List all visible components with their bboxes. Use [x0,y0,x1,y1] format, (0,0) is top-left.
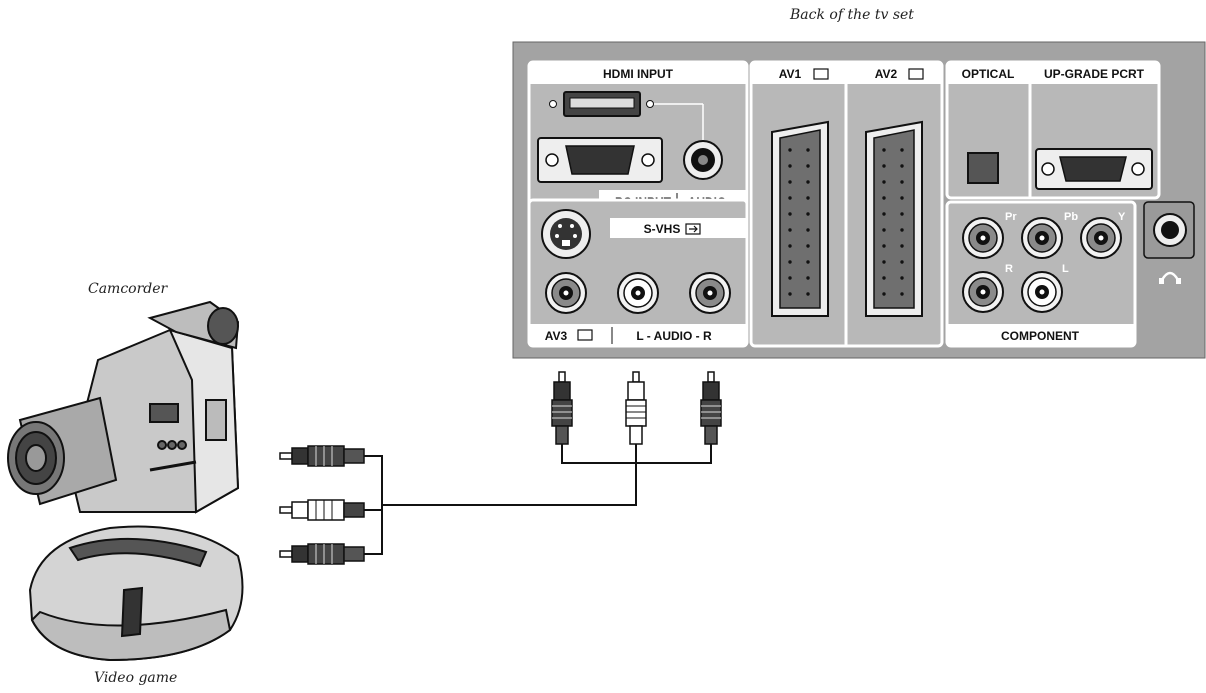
scart-pin [900,196,904,200]
scart-pin [900,244,904,248]
l-audio-r-label: L - AUDIO - R [636,329,712,343]
scart-av2-port [865,120,923,317]
scart-pin [788,148,792,152]
headphone-icon [1159,271,1181,284]
device-plug-video [279,445,365,467]
scart-pin [788,228,792,232]
tv-back-panel: HDMI INPUT [512,41,1206,359]
scart-pin [882,292,886,296]
scart-pin [882,180,886,184]
scart-pin [882,276,886,280]
video-game-caption: Video game [94,670,178,686]
hdmi-pc-audio-section: HDMI INPUT [527,60,749,216]
scart-pin [806,260,810,264]
scart-pin [806,180,810,184]
av1-label: AV1 [779,67,802,81]
upgrade-port-label: UP-GRADE PCRT [1044,67,1145,81]
device-plug-audio-l [279,499,365,521]
svhs-label: S-VHS [644,222,681,236]
l-label: L [1062,263,1069,275]
scart-pin [806,196,810,200]
upgrade-serial-port [1035,148,1153,190]
component-pb-jack [1021,217,1063,259]
scart-pin [788,164,792,168]
optical-label: OPTICAL [962,67,1015,81]
hdmi-port [549,91,704,140]
scart-pin [788,196,792,200]
scart-pin [806,276,810,280]
scart-pin [806,244,810,248]
scart-pin [882,196,886,200]
scart-pin [788,260,792,264]
camcorder-icon [7,300,240,514]
scart-pin [882,148,886,152]
optical-port [967,152,999,184]
scart-pin [900,164,904,168]
component-y-jack [1080,217,1122,259]
device-plug-audio-r [279,543,365,565]
svhs-port [541,209,591,259]
scart-pins [788,148,904,296]
hdmi-input-label: HDMI INPUT [603,67,674,81]
scart-pin [882,228,886,232]
scart-pin [806,292,810,296]
av3-audio-r-jack [689,272,731,314]
scart-pin [900,276,904,280]
scart-av1-port [771,120,829,317]
av3-input-arrow-icon [577,329,593,341]
optical-upgrade-section: OPTICAL UP-GRADE PCRT [945,60,1161,200]
scart-pin [882,212,886,216]
scart-section: AV1 AV2 [749,60,944,348]
scart-pin [900,260,904,264]
scart-pin [806,148,810,152]
scart-pin [900,212,904,216]
scart-pin [882,260,886,264]
av2-input-arrow-icon [908,68,924,80]
scart-pin [900,228,904,232]
game-console-icon [28,525,244,662]
r-label: R [1005,263,1013,275]
scart-pin [806,228,810,232]
scart-pin [900,180,904,184]
scart-pin [788,212,792,216]
av3-video-jack [545,272,587,314]
rca-plug-audio-r [700,371,722,445]
pc-audio-jack [683,140,723,180]
headphone-jack [1143,201,1195,259]
av2-label: AV2 [875,67,898,81]
av1-io-arrow-icon [813,68,829,80]
input-arrow-icon [685,223,701,235]
rca-plug-audio-l [625,371,647,445]
scart-pin [788,244,792,248]
rca-plug-video [551,371,573,445]
y-label: Y [1118,211,1126,223]
component-pr-jack [962,217,1004,259]
back-of-tv-caption: Back of the tv set [790,7,914,23]
scart-pin [788,292,792,296]
pc-vga-port [537,137,663,183]
av3-label: AV3 [545,329,568,343]
scart-pin [882,244,886,248]
scart-pin [900,292,904,296]
component-audio-r-jack [962,271,1004,313]
component-label: COMPONENT [1001,329,1080,343]
component-audio-l-jack [1021,271,1063,313]
av3-audio-l-jack [617,272,659,314]
camcorder-caption: Camcorder [88,281,168,297]
scart-pin [806,212,810,216]
av-cable-wiring [364,444,712,555]
scart-pin [788,276,792,280]
scart-pin [806,164,810,168]
scart-pin [788,180,792,184]
pr-label: Pr [1005,211,1017,223]
component-section: Pr Pb Y R L COMPONENT [945,200,1137,348]
scart-pin [900,148,904,152]
pb-label: Pb [1064,211,1078,223]
scart-pin [882,164,886,168]
svhs-av3-section: S-VHS AV3 L - AUDIO - R [527,198,749,348]
